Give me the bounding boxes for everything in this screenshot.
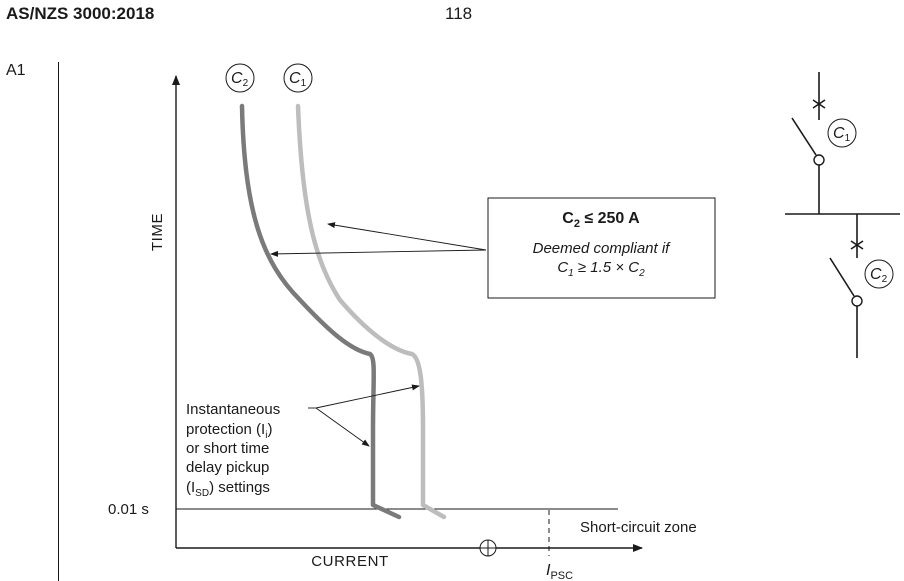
svg-text:(ISD) settings: (ISD) settings <box>186 479 270 499</box>
curve-c2 <box>239 103 402 520</box>
callout-leader-to-c1 <box>327 222 487 251</box>
callout-leader-to-c2 <box>270 249 487 257</box>
instantaneous-annotation: Instantaneous protection (Ii) or short t… <box>186 401 280 499</box>
short-circuit-zone-label: Short-circuit zone <box>580 519 697 536</box>
schematic-c1-label: C1 <box>827 118 857 148</box>
curve-c1-label: C1 <box>283 63 313 93</box>
svg-text:Instantaneous: Instantaneous <box>186 401 280 418</box>
svg-text:delay pickup: delay pickup <box>186 459 269 476</box>
y-axis-label: TIME <box>149 213 166 251</box>
svg-text:C1: C1 <box>289 70 307 89</box>
callout-line-1: Deemed compliant if <box>533 240 672 257</box>
callout-box <box>487 197 716 299</box>
curve-c2-label: C2 <box>225 63 255 93</box>
annotation-leader-to-c2 <box>315 407 370 447</box>
time-marker-label: 0.01 s <box>108 501 149 518</box>
schematic-c2-label: C2 <box>864 259 894 289</box>
svg-text:protection (Ii): protection (Ii) <box>186 421 272 441</box>
curve-c1 <box>295 103 447 520</box>
amendment-bar <box>58 62 59 581</box>
circuit-schematic <box>785 72 900 358</box>
svg-text:or short time: or short time <box>186 440 269 457</box>
svg-text:C2: C2 <box>231 70 249 89</box>
callout-line-2: C1 ≥ 1.5 × C2 <box>557 259 645 279</box>
svg-text:C1: C1 <box>833 125 851 144</box>
amendment-mark: A1 <box>6 62 26 79</box>
svg-text:C2: C2 <box>870 266 888 285</box>
x-axis-label: CURRENT <box>311 553 389 570</box>
ipsc-label: IPSC <box>546 562 573 581</box>
earth-symbol-icon <box>479 539 497 557</box>
callout-title: C2 ≤ 250 A <box>562 210 640 230</box>
annotation-leader-to-c1 <box>315 384 420 409</box>
page-number: 118 <box>445 4 473 23</box>
standard-number: AS/NZS 3000:2018 <box>6 4 155 23</box>
